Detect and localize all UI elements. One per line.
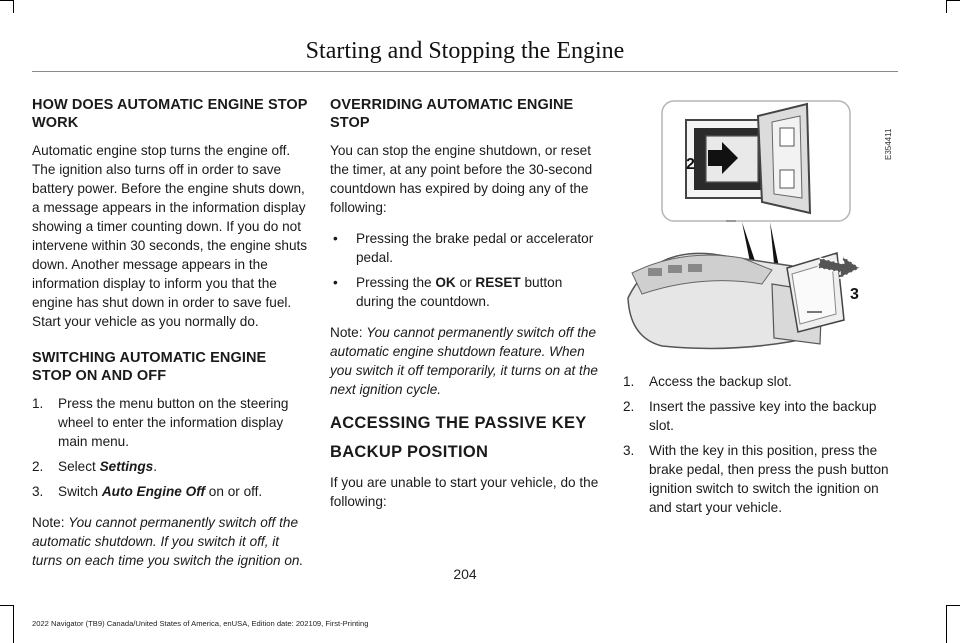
- bullet-marker: •: [333, 231, 338, 246]
- crop-mark: [0, 605, 14, 606]
- crop-mark: [0, 0, 13, 1]
- crop-mark: [946, 605, 960, 606]
- list-item: 3. With the key in this position, press …: [623, 441, 899, 517]
- callout-label-2: 2: [686, 156, 695, 173]
- bullet-text-prefix: Pressing the: [356, 275, 436, 290]
- bullet-list: • Pressing the brake pedal or accelerato…: [330, 229, 602, 311]
- heading-overriding-auto-stop: OVERRIDING AUTOMATIC ENGINE STOP: [330, 97, 574, 131]
- page-number: 204: [453, 566, 477, 582]
- paragraph-auto-stop-description: Automatic engine stop turns the engine o…: [32, 143, 308, 329]
- step-text: With the key in this position, press the…: [649, 443, 889, 515]
- step-text: Access the backup slot.: [649, 374, 792, 389]
- step-text-prefix: Select: [58, 459, 100, 474]
- note-label: Note:: [32, 515, 65, 530]
- bullet-text-suffix: button during the countdown.: [356, 275, 563, 309]
- step-number: 3.: [32, 484, 44, 499]
- figure-code: E354411: [884, 128, 893, 160]
- heading-how-auto-stop-works: HOW DOES AUTOMATIC ENGINE STOP WORK: [32, 97, 308, 131]
- step-number: 2.: [32, 459, 44, 474]
- menu-term-settings: Settings: [99, 459, 154, 474]
- crop-mark: [946, 0, 947, 13]
- crop-mark: [946, 605, 947, 643]
- footer-edition-info: 2022 Navigator (TB9) Canada/United State…: [32, 619, 369, 628]
- button-term-ok: OK: [435, 275, 456, 290]
- step-number: 2.: [623, 399, 635, 414]
- header-rule: [32, 71, 898, 72]
- crop-mark: [946, 0, 960, 1]
- steps-list: 1. Access the backup slot. 2. Insert the…: [623, 372, 899, 517]
- paragraph-backup-intro: If you are unable to start your vehicle,…: [330, 475, 599, 509]
- step-text-prefix: Switch: [58, 484, 102, 499]
- column-left: HOW DOES AUTOMATIC ENGINE STOP WORK Auto…: [32, 96, 308, 582]
- callout-label-3: 3: [850, 286, 859, 303]
- list-item: • Pressing the brake pedal or accelerato…: [330, 229, 602, 267]
- list-item: 2. Select Settings.: [32, 457, 308, 476]
- list-item: 1. Press the menu button on the steering…: [32, 394, 308, 451]
- button-term-reset: RESET: [475, 275, 521, 290]
- note-text: You cannot permanently switch off the au…: [32, 515, 304, 568]
- step-number: 3.: [623, 443, 635, 458]
- heading-passive-key-backup: ACCESSING THE PASSIVE KEY BACKUP POSITIO…: [330, 413, 602, 463]
- steps-list: 1. Press the menu button on the steering…: [32, 394, 308, 501]
- paragraph-override-description: You can stop the engine shutdown, or res…: [330, 143, 593, 215]
- step-text: Press the menu button on the steering wh…: [58, 396, 289, 449]
- backup-slot-illustration: 2 3: [622, 98, 912, 360]
- crop-mark: [13, 0, 14, 13]
- bullet-text-mid: or: [455, 275, 476, 290]
- step-text: Insert the passive key into the backup s…: [649, 399, 877, 433]
- note-label: Note:: [330, 325, 363, 340]
- page-header-title: Starting and Stopping the Engine: [305, 38, 625, 64]
- heading-line: ACCESSING THE PASSIVE KEY: [330, 414, 587, 432]
- list-item: 1. Access the backup slot.: [623, 372, 899, 391]
- menu-term-auto-engine-off: Auto Engine Off: [101, 484, 206, 499]
- heading-switching-auto-stop: SWITCHING AUTOMATIC ENGINE STOP ON AND O…: [32, 350, 267, 384]
- note: Note: You cannot permanently switch off …: [330, 323, 602, 399]
- note-text: You cannot permanently switch off the au…: [330, 325, 598, 397]
- note: Note: You cannot permanently switch off …: [32, 513, 308, 570]
- step-number: 1.: [623, 374, 635, 389]
- console-illustration: [627, 100, 862, 350]
- column-middle: OVERRIDING AUTOMATIC ENGINE STOP You can…: [330, 96, 602, 523]
- list-item: • Pressing the OK or RESET button during…: [330, 273, 602, 311]
- bullet-text: Pressing the brake pedal or accelerator …: [356, 231, 594, 265]
- column-right: 1. Access the backup slot. 2. Insert the…: [623, 372, 899, 529]
- list-item: 3. Switch Auto Engine Off on or off.: [32, 482, 308, 501]
- heading-line: BACKUP POSITION: [330, 443, 489, 461]
- bullet-marker: •: [333, 275, 338, 290]
- list-item: 2. Insert the passive key into the backu…: [623, 397, 899, 435]
- step-number: 1.: [32, 396, 44, 411]
- step-text-suffix: .: [153, 459, 157, 474]
- crop-mark: [13, 605, 14, 643]
- step-text-suffix: on or off.: [205, 484, 263, 499]
